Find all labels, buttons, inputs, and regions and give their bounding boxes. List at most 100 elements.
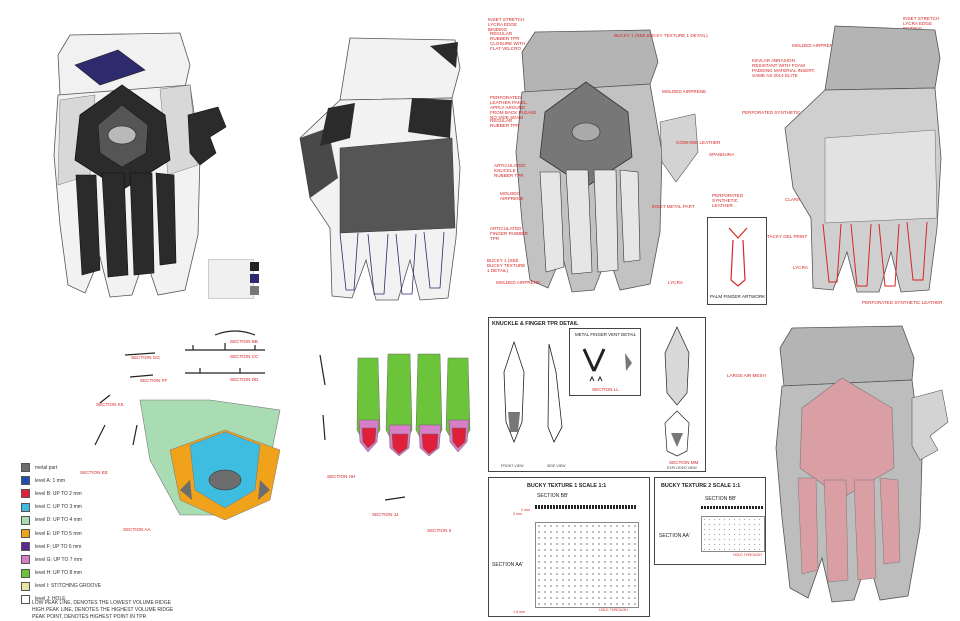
legend-swatch [21,529,30,539]
section-ff-label: SECTION FF [140,378,168,383]
knuckle-front-side-views [503,340,563,444]
front-view-label: FRONT VIEW [501,464,524,468]
callout-tr-1: MOLDED AIRPRENE [792,43,837,48]
knuckle-detail-title: KNUCKLE & FINGER TPR DETAIL [492,321,579,327]
legend-row: level C: UP TO 3 mm [21,501,211,514]
section-hh-label: SECTION HH [327,474,356,479]
bucky1-section-aa: SECTION AA' [492,562,523,568]
bucky1-section-bb: SECTION BB' [537,493,569,499]
section-gg-label: SECTION GG [131,355,160,360]
callout-tr-6: TACKY GEL PRINT [767,234,808,239]
finger-tpr-colored [356,353,471,457]
section-ll-label: SECTION LL [592,387,619,392]
callout-tc-2: COWHIDE LEATHER [676,140,721,145]
legend-swatch [21,463,30,473]
legend-row: level B: UP TO 2 mm [21,487,211,500]
legend-swatch [21,476,30,486]
legend-swatch [21,502,30,512]
callout-tl-2: PERFORATED LEATHER PANEL APPLY AROUND FR… [490,95,537,120]
bucky2-texture-grid [701,516,765,552]
legend-swatch [21,515,30,525]
legend-swatch [21,555,30,565]
callout-tc-5: INSET METAL PART [652,204,695,209]
callout-tr-7: LYCRA [793,265,808,270]
swatch-grey [250,286,259,295]
peak-note-point: PEAK POINT, DENOTES HIGHEST POINT IN TPR [32,614,147,620]
section-kk-label: SECTION KK [96,402,124,407]
legend-row: level F: UP TO 6 mm [21,540,211,553]
legend-swatch [21,489,30,499]
callout-tl-3: REGULAR RUBBER TPR [490,118,520,128]
bucky1-dim-2mm: 2 mm [521,508,530,512]
callout-tr-5: CLARINO [785,197,806,202]
section-jj-label: SECTION JJ [372,512,399,517]
callout-tr-0: INSET STRETCH LYCRA EDGE BINDING [903,16,940,31]
legend-row: metal part [21,461,211,474]
callout-tc-3: SPANDURA [709,152,735,157]
palm-finger-artwork [728,227,748,287]
color-swatch-panel [208,259,259,299]
bucky2-section-aa: SECTION AA' [659,533,690,539]
callout-tl-6: ARTICULATED FINGER RUBBER TPR [490,226,528,241]
bucky1-title: BUCKY TEXTURE 1 SCALE 1:1 [527,483,607,489]
bucky1-texture-strip [535,505,637,509]
callout-tl-7: BUCKY 1 (SEE BUCKY TEXTURE 1 DETAIL) [487,258,526,273]
bucky1-hole-label: HOLE THROUGH [599,608,628,612]
callout-tl-8: MOLDED AIRPRENE [496,280,541,285]
vent-detail-box: METAL FINGER VENT DETAIL SECTION LL [569,328,641,396]
peak-note-high: HIGH PEAK LINE, DENOTES THE HIGHEST VOLU… [32,607,174,613]
legend-label: level J: HOLE [35,596,66,603]
bucky-texture-1-box: BUCKY TEXTURE 1 SCALE 1:1 SECTION BB' 3 … [488,477,650,617]
swatch-navy [250,274,259,283]
vent-detail-drawing [582,348,632,382]
section-aa-label: SECTION AA [123,527,151,532]
knuckle-detail-box: KNUCKLE & FINGER TPR DETAIL METAL FINGER… [488,317,706,472]
callout-tl-5: MOLDED AIRPRENE [500,191,524,201]
glove-palm-mesh [775,325,949,603]
legend-row: level J: HOLE [21,593,211,606]
callout-tr-4: PERFORATED SYNTHETIC LEATHER [742,110,823,115]
side-view-label: SIDE VIEW [547,464,566,468]
section-cc-label: SECTION CC [230,354,259,359]
section-profiles [94,330,405,520]
large-mesh-label: LARGE AIR MESH [727,373,766,378]
glove-back-grey [515,29,699,293]
legend-row: level A: 1 mm [21,474,211,487]
peak-note-low: LOW PEAK LINE, DENOTES THE LOWEST VOLUME… [32,600,172,606]
legend-swatch [21,568,30,578]
glove-palm-colored [299,37,461,301]
section-ii-label: SECTION II [427,528,452,533]
bucky2-texture-strip [701,506,763,509]
tpr-legend: metal part level A: 1 mm level B: UP TO … [21,461,211,606]
bucky2-hole-label: HOLE THROUGH [733,553,762,557]
callout-tc-4: PERFORATED SYNTHETIC LEATHER [712,193,744,208]
legend-label: level A: 1 mm [35,477,66,484]
knuckle-exploded-view [664,326,690,457]
legend-label: level H: UP TO 8 mm [35,570,82,577]
section-dd-label: SECTION DD [230,377,259,382]
bucky1-dim-3mm: 3 mm [513,512,522,516]
section-ee-label: SECTION EE [80,470,108,475]
glove-front-colored [53,32,227,298]
legend-label: level B: UP TO 2 mm [35,490,82,497]
callout-tr-3: KEVLAR ABRASION RESISTANT WITH FOAM PADD… [752,58,816,78]
vent-detail-title: METAL FINGER VENT DETAIL [575,332,637,337]
legend-swatch [21,542,30,552]
callout-tc-1: MOLDED AIRPRENE [662,89,707,94]
palm-artwork-label: PALM FINGER ARTWORK [710,294,766,299]
legend-label: level E: UP TO 5 mm [35,530,82,537]
callout-tc-6: LYCRA [668,280,683,285]
callout-tr-8: PERFORATED SYNTHETIC LEATHER [862,300,943,305]
callout-tc-0: BUCKY 1 (SEE BUCKY TEXTURE 1 DETAIL) [614,33,708,38]
tpr-level-diagram [139,399,281,521]
bucky1-dim-15mm: 1.5 mm [513,610,525,614]
bucky-texture-2-box: BUCKY TEXTURE 2 SCALE 1:1 SECTION BB' SE… [654,477,766,565]
callout-tl-0: INSET STRETCH LYCRA EDGE BINDING [488,17,525,32]
legend-label: level I: STITCHING GROOVE [35,583,102,590]
callout-tl-1: REGULAR RUBBER TPR CLOSURE WITH FLAT VEL… [490,31,526,51]
palm-finger-artwork-box: PALM FINGER ARTWORK [707,217,767,305]
legend-label: level D: UP TO 4 mm [35,517,82,524]
legend-label: level G: UP TO 7 mm [35,556,83,563]
legend-row: level D: UP TO 4 mm [21,514,211,527]
legend-row: level E: UP TO 5 mm [21,527,211,540]
